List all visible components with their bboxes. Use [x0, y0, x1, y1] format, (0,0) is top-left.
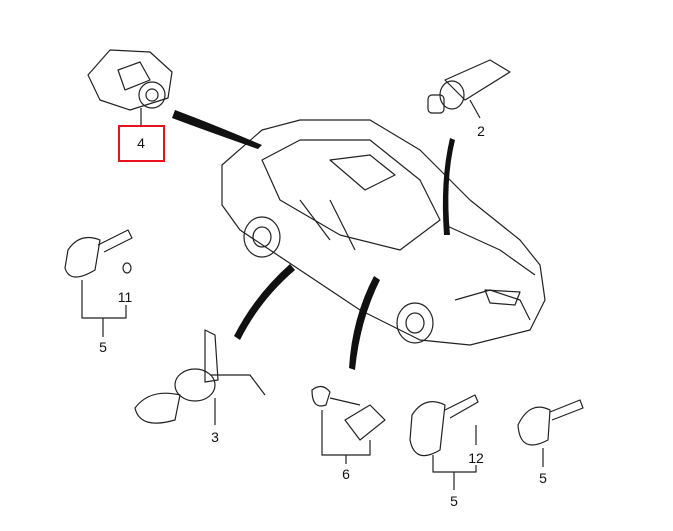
callout-5-left[interactable]: 5	[99, 339, 107, 355]
highlight-box	[118, 125, 165, 162]
remote-key-part	[409, 394, 479, 490]
glove-box-lock-part	[311, 385, 386, 464]
pointer-arrows	[172, 110, 455, 370]
callout-4[interactable]: 4	[137, 135, 145, 151]
blank-key-part	[517, 399, 584, 467]
key-part-left	[64, 229, 133, 337]
callout-6[interactable]: 6	[342, 466, 350, 482]
car-illustration	[221, 119, 546, 346]
callout-3[interactable]: 3	[211, 429, 219, 445]
callout-11[interactable]: 11	[117, 289, 133, 305]
trunk-lock-part	[134, 329, 266, 425]
callout-5-blank[interactable]: 5	[539, 470, 547, 486]
callout-2[interactable]: 2	[477, 123, 485, 139]
callout-12[interactable]: 12	[468, 450, 484, 466]
ignition-lock-part	[427, 59, 511, 119]
door-lock-cylinder-part	[87, 49, 173, 125]
callout-5-remote[interactable]: 5	[450, 493, 458, 509]
